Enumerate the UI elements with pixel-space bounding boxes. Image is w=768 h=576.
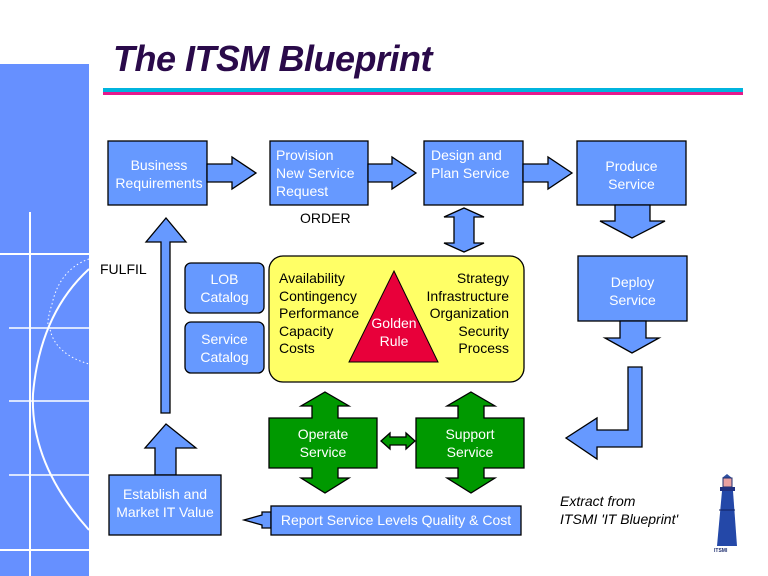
golden-rule-center-label: Golden Rule <box>364 314 424 350</box>
support-service-shape[interactable] <box>415 391 525 494</box>
fulfil-label: FULFIL <box>100 261 147 277</box>
report-box[interactable] <box>270 505 522 536</box>
title-rule-pink <box>103 92 743 95</box>
right-item: Organization <box>429 305 509 322</box>
golden-rule-right-list: Strategy Infrastructure Organization Sec… <box>427 270 509 358</box>
page-title: The ITSM Blueprint <box>113 38 433 79</box>
left-item: Capacity <box>279 322 334 339</box>
arrow-up-fulfil <box>144 216 188 414</box>
logo-caption: ITSMI <box>714 548 728 554</box>
sidebar-dotted-arc <box>47 258 89 365</box>
lob-catalog-box[interactable] <box>184 262 265 314</box>
sidebar-arc <box>31 268 89 531</box>
right-item: Infrastructure <box>426 287 509 304</box>
lighthouse-logo <box>717 474 737 546</box>
deploy-box[interactable] <box>577 255 688 322</box>
left-item: Performance <box>279 305 360 322</box>
arrow-updown-design <box>443 207 485 253</box>
produce-label: Produce Service <box>577 157 686 193</box>
support-label: Support Service <box>416 425 524 461</box>
extract-line-2: ITSMI 'IT Blueprint' <box>560 511 679 527</box>
sidebar-panel <box>0 64 89 576</box>
design-plan-box[interactable] <box>423 140 524 206</box>
report-label: Report Service Levels Quality & Cost <box>280 512 512 528</box>
arrow-down-deploy <box>602 320 662 354</box>
arrow-right-3 <box>522 155 574 191</box>
golden-rule-text: Golden Rule <box>371 315 417 349</box>
right-item: Strategy <box>456 270 509 286</box>
operate-label: Operate Service <box>269 425 377 461</box>
lob-catalog-text: LOB Catalog <box>200 271 249 305</box>
provision-label: Provision New Service Request <box>276 146 355 200</box>
lob-catalog-label: LOB Catalog <box>185 270 264 306</box>
arrow-left-report <box>241 511 272 529</box>
business-requirements-label: Business Requirements <box>108 156 210 192</box>
service-catalog-box[interactable] <box>184 321 265 374</box>
produce-text: Produce Service <box>605 158 658 192</box>
establish-box[interactable] <box>108 474 222 536</box>
business-requirements-text: Business Requirements <box>115 157 203 191</box>
deploy-text: Deploy Service <box>609 274 656 308</box>
produce-box[interactable] <box>576 140 687 206</box>
arrow-down-produce <box>599 204 666 239</box>
left-item: Costs <box>279 340 315 357</box>
design-plan-label: Design and Plan Service <box>431 146 510 182</box>
arrow-right-2 <box>367 155 418 191</box>
arrow-up-establish <box>143 423 198 476</box>
operate-text: Operate Service <box>297 426 349 460</box>
design-plan-text: Design and Plan Service <box>431 147 510 181</box>
left-item: Availability <box>279 270 345 286</box>
right-item: Security <box>458 322 509 339</box>
service-catalog-text: Service Catalog <box>200 331 249 365</box>
extract-note: Extract from ITSMI 'IT Blueprint' <box>560 492 678 528</box>
arrow-operate-support <box>380 431 416 451</box>
establish-text: Establish and Market IT Value <box>116 486 214 520</box>
extract-line-1: Extract from <box>560 493 636 509</box>
arrow-right-1 <box>206 155 258 191</box>
right-item: Process <box>458 340 509 357</box>
title-rule-cyan <box>103 88 743 92</box>
order-label: ORDER <box>300 210 351 226</box>
establish-label: Establish and Market IT Value <box>109 485 221 521</box>
support-text: Support Service <box>445 426 495 460</box>
service-catalog-label: Service Catalog <box>185 330 264 366</box>
arrow-bent-left <box>564 366 643 461</box>
golden-rule-left-list: Availability Contingency Performance Cap… <box>279 270 359 358</box>
operate-service-shape[interactable] <box>268 391 378 494</box>
sidebar-decoration <box>0 64 89 576</box>
provision-text: Provision New Service Request <box>276 147 355 199</box>
left-item: Contingency <box>279 287 357 304</box>
golden-rule-triangle <box>348 269 439 363</box>
deploy-label: Deploy Service <box>578 273 687 309</box>
